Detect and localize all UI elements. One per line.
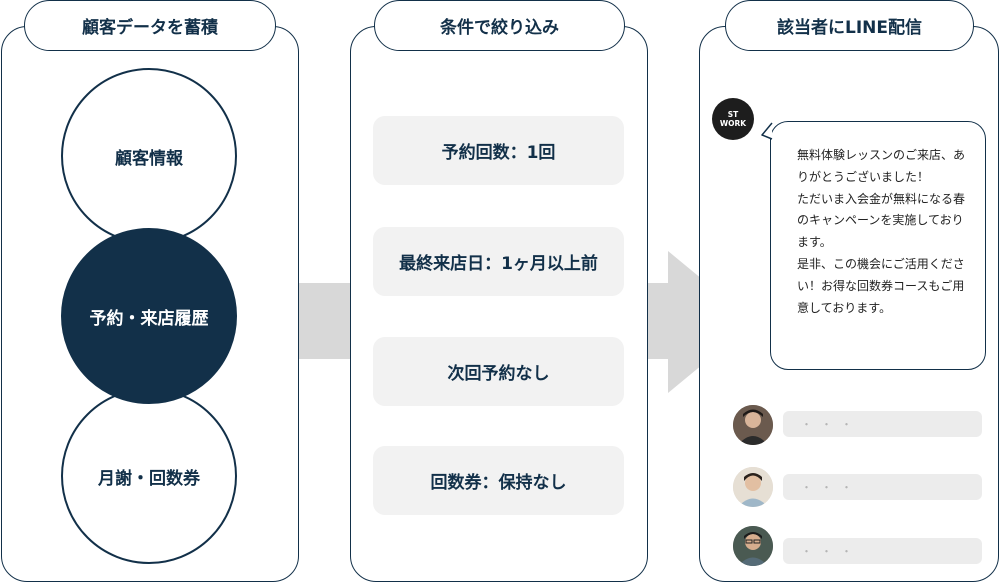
person-icon <box>733 405 773 445</box>
recipient-avatar <box>733 467 773 507</box>
person-icon <box>733 467 773 507</box>
condition-no-next-booking: 次回予約なし <box>373 337 624 406</box>
condition-booking-count: 予約回数：1回 <box>373 116 624 185</box>
customer-data-title: 顧客データを蓄積 <box>24 0 276 51</box>
flow-connector-right <box>648 283 670 359</box>
logo-text-bottom: WORK <box>719 119 747 128</box>
message-text: 無料体験レッスンのご来店、ありがとうございました！ ただいま入会金が無料になる春… <box>797 148 966 315</box>
recipient-avatar <box>733 405 773 445</box>
logo-text-top: ST <box>727 110 739 119</box>
reply-placeholder: ・・・ <box>783 411 982 437</box>
tuition-coupon-circle: 月謝・回数券 <box>61 388 237 564</box>
recipient-avatar <box>733 526 773 566</box>
flow-connector-left <box>299 283 350 359</box>
reply-placeholder: ・・・ <box>783 538 982 564</box>
message-bubble <box>770 121 986 370</box>
person-icon <box>733 526 773 566</box>
st-work-logo: ST WORK <box>712 98 754 140</box>
bubble-tail-icon <box>761 122 773 140</box>
customer-info-circle: 顧客情報 <box>61 68 237 244</box>
booking-history-circle: 予約・来店履歴 <box>61 228 237 404</box>
line-delivery-title: 該当者にLINE配信 <box>725 0 974 51</box>
condition-no-coupon: 回数券：保持なし <box>373 446 624 515</box>
reply-placeholder: ・・・ <box>783 474 982 500</box>
condition-last-visit: 最終来店日：1ヶ月以上前 <box>373 227 624 296</box>
filter-title: 条件で絞り込み <box>374 0 625 51</box>
